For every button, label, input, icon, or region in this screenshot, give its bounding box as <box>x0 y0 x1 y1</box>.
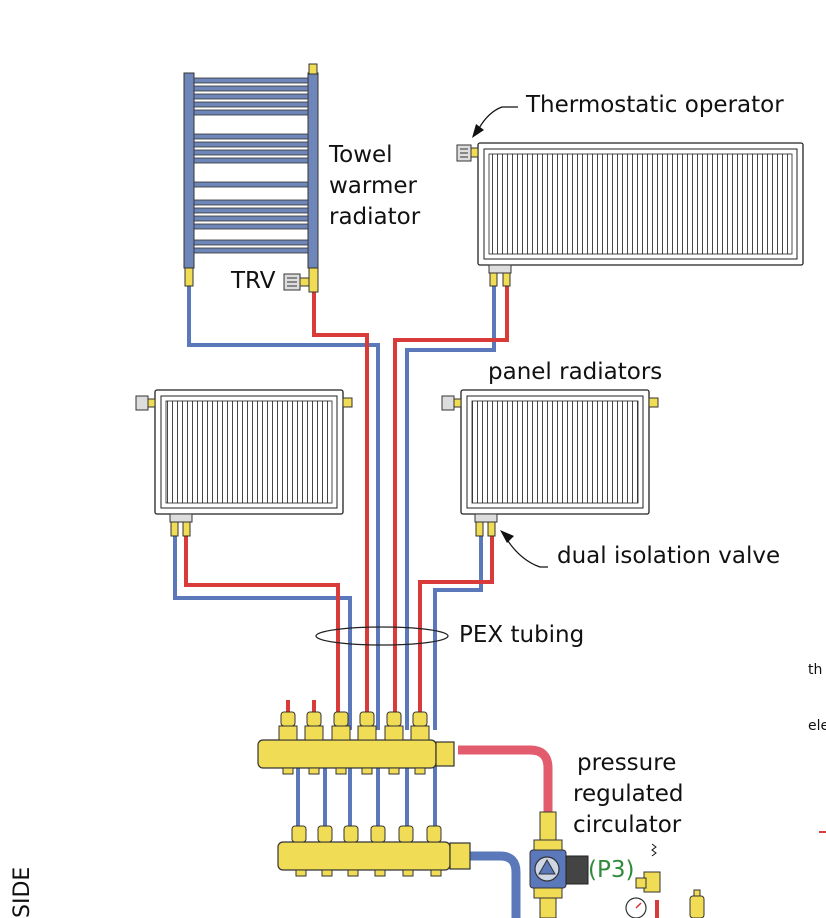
panel-radiator-left <box>135 389 353 537</box>
edge-text-ele: ele <box>808 718 826 734</box>
panel-radiators-label: panel radiators <box>488 359 663 385</box>
pex-tubing-label: PEX tubing <box>459 622 585 648</box>
return-tubing <box>173 285 496 860</box>
towel-warmer-label-line3: radiator <box>329 204 421 230</box>
arrowhead-isolation <box>500 530 514 543</box>
dual-isolation-valve-label: dual isolation valve <box>557 543 781 569</box>
circulator-label-line1: pressure <box>577 750 677 776</box>
circulator-label-line2: regulated <box>573 781 684 807</box>
thermostatic-operator-label: Thermostatic operator <box>526 92 784 118</box>
circulator-label-line3: circulator <box>573 812 682 838</box>
towel-warmer-label-line1: Towel <box>329 142 393 168</box>
edge-text-th: th <box>808 662 823 678</box>
large-panel-radiator <box>477 142 804 287</box>
supply-manifold <box>257 711 455 775</box>
towel-warmer-label-line2: warmer <box>329 173 417 199</box>
pex-bundle-ellipse <box>315 626 449 646</box>
side-label: SIDE <box>10 866 35 918</box>
panel-radiator-right <box>441 389 659 537</box>
towel-warmer-radiator <box>183 63 319 293</box>
leader-lines <box>477 106 548 568</box>
relief-valve <box>635 843 661 893</box>
pressure-regulated-circulator <box>529 811 589 918</box>
air-vent-icon <box>689 889 705 918</box>
p3-label: (P3) <box>588 857 635 883</box>
return-manifold <box>277 825 471 877</box>
arrowhead-operator <box>472 124 484 138</box>
supply-main-pipe <box>458 745 553 815</box>
return-main-pipe <box>470 851 521 918</box>
trv-head-icon <box>283 273 310 291</box>
pressure-gauge-icon <box>625 897 647 918</box>
trv-label: TRV <box>231 268 276 294</box>
supply-tubing <box>184 285 509 730</box>
thermostatic-operator-icon <box>456 144 479 162</box>
